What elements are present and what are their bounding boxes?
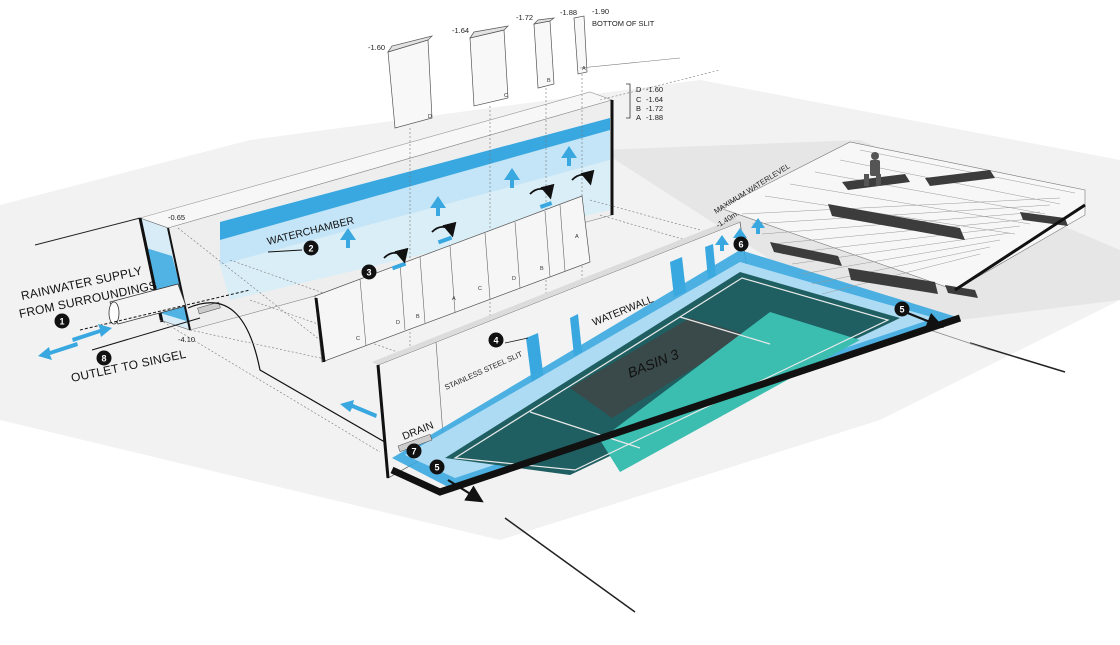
court-grey-zone	[570, 318, 748, 418]
svg-text:7: 7	[411, 447, 416, 457]
marker-5-left: 5	[429, 459, 445, 475]
panel-letter-a-row: A	[452, 296, 456, 302]
slit-panels-top	[387, 15, 588, 129]
level-slit-a: -1.88	[560, 8, 577, 17]
panel-letter-a-row-2: A	[575, 234, 579, 240]
level-slit-d: -1.60	[368, 43, 385, 52]
slit-legend-b-value: -1.72	[646, 104, 663, 113]
slit-blue-1	[391, 261, 407, 271]
outflow-arrow	[38, 342, 78, 360]
level-chamber-top: -0.65	[168, 213, 185, 222]
marker-2: 2	[303, 240, 319, 256]
waterwall-top	[372, 218, 740, 365]
level-chamber-bottom: -4.10	[178, 335, 195, 344]
panel-letter-c-top: C	[504, 93, 508, 99]
up-arrow-2	[430, 196, 446, 216]
waterchamber-leader	[267, 249, 303, 253]
panel-letter-d-row-2: D	[512, 276, 516, 282]
flow-arrow-1	[383, 247, 409, 264]
chamber-water-surface	[220, 118, 610, 240]
inflow-arrow	[72, 324, 112, 342]
waterlevel-arrow-1	[715, 235, 729, 251]
panel-letter-d-row: D	[396, 320, 400, 326]
slit-wall-left-edge	[314, 297, 326, 363]
svg-text:3: 3	[366, 268, 371, 278]
panel-letter-c-row: C	[356, 336, 360, 342]
person-figure	[864, 152, 881, 186]
marker-3: 3	[361, 264, 377, 280]
slit-blue-3	[539, 201, 553, 209]
svg-text:5: 5	[434, 463, 439, 473]
slit-level-line	[579, 57, 681, 69]
slit-legend-a-value: -1.88	[646, 113, 663, 122]
flow-arrow-3	[529, 183, 555, 200]
up-arrow-3	[504, 168, 520, 188]
grate-left	[197, 301, 221, 315]
marker-6: 6	[733, 236, 749, 252]
waterlevel-arrow-2	[733, 228, 747, 244]
slit-legend-c-value: -1.64	[646, 95, 663, 104]
drain-blue-arrow	[340, 400, 377, 418]
chamber-water-lower	[220, 160, 610, 300]
bleacher-benches	[770, 170, 1068, 298]
slit-legend-bracket	[626, 83, 631, 119]
supply-pipe-centerline	[79, 289, 251, 331]
panel-letter-d-top: D	[428, 114, 432, 120]
ground-line-3	[504, 517, 636, 613]
up-arrow-4	[561, 146, 577, 166]
ground-line-4	[929, 329, 991, 351]
marker-8: 8	[96, 350, 112, 366]
panel-letter-b-top: B	[547, 78, 551, 84]
svg-text:6: 6	[738, 240, 743, 250]
flow-arrow-2	[431, 221, 457, 238]
bottom-of-slit-label: BOTTOM OF SLIT	[592, 19, 655, 28]
svg-text:4: 4	[493, 336, 498, 346]
marker-1: 1	[54, 313, 70, 329]
panel-letter-a-top: A	[582, 66, 586, 72]
bleachers	[719, 141, 1086, 291]
svg-text:8: 8	[101, 354, 106, 364]
panel-letter-b-row-2: B	[540, 266, 544, 272]
slit-wall-dividers	[359, 204, 566, 347]
slit-legend-b-letter: B	[636, 104, 641, 113]
chamber-end-edge-2	[167, 227, 191, 331]
chamber-drain-curve	[187, 302, 391, 446]
outlet-leader	[91, 317, 201, 351]
slit-blue-2	[437, 235, 453, 245]
level-slit-c: -1.64	[452, 26, 469, 35]
basin-outlet-arrow-right	[904, 310, 945, 330]
waterlevel-arrow-3	[751, 218, 765, 234]
svg-text:1: 1	[59, 317, 64, 327]
basin-outlet-arrow-left	[447, 479, 484, 503]
ground-line-1	[34, 217, 141, 246]
bleacher-edge	[954, 203, 1086, 292]
panel-letter-b-row: B	[416, 314, 420, 320]
panel-letter-c-row-2: C	[478, 286, 482, 292]
flow-arrow-4	[571, 169, 595, 186]
court-lines	[453, 277, 890, 471]
stainless-slit-leader	[504, 337, 529, 344]
up-arrow-1	[340, 228, 356, 248]
slit-legend-d-value: -1.60	[646, 85, 663, 94]
supply-pipe-opening	[108, 301, 120, 325]
marker-4: 4	[488, 332, 504, 348]
slit-legend-d-letter: D	[636, 85, 642, 94]
level-slit-bottom: -1.90	[592, 7, 609, 16]
level-slit-b: -1.72	[516, 13, 533, 22]
slit-legend-a-letter: A	[636, 113, 641, 122]
waterwall-left-edge	[376, 364, 390, 479]
ground-line-2	[969, 342, 1066, 373]
marker-7: 7	[406, 443, 422, 459]
svg-text:5: 5	[899, 305, 904, 315]
marker-5-right: 5	[894, 301, 910, 317]
svg-text:2: 2	[308, 244, 313, 254]
slit-legend-c-letter: C	[636, 95, 642, 104]
basin-edge	[390, 314, 962, 496]
